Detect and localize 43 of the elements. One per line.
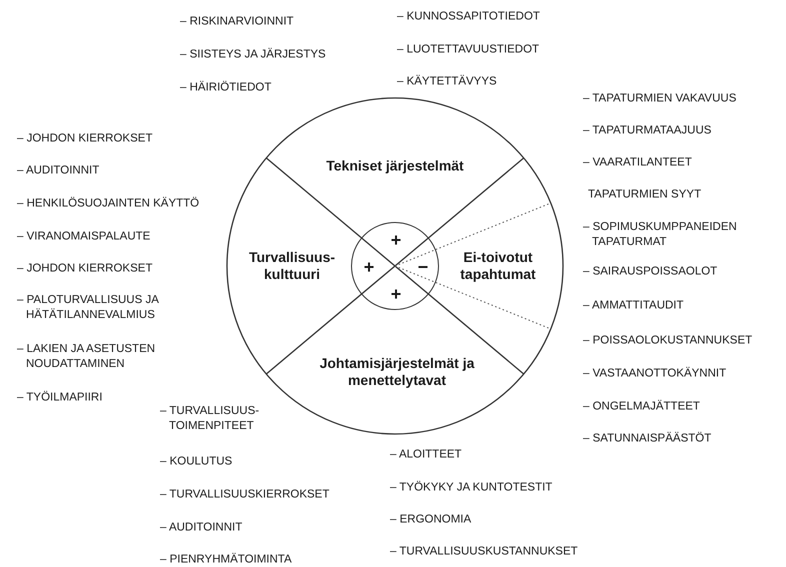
sector-label: Johtamisjärjestelmät ja menettelytavat [297, 355, 497, 389]
list-item: – TURVALLISUUSKIERROKSET [160, 488, 330, 502]
list-item: – KUNNOSSAPITOTIEDOT [397, 10, 540, 24]
inner-circle [351, 222, 439, 310]
sign-symbol: − [418, 258, 428, 276]
list-item: – VAARATILANTEET [583, 156, 692, 170]
list-item: – ERGONOMIA [390, 512, 472, 528]
list-item: – ONGELMAJÄTTEET [583, 400, 700, 414]
list-item: – HENKILÖSUOJAINTEN KÄYTTÖ [17, 196, 200, 212]
list-item: – JOHDON KIERROKSET [17, 262, 152, 276]
sector-label: Turvallisuus- kulttuuri [242, 249, 342, 283]
list-item: TAPATURMIEN SYYT [588, 188, 702, 202]
list-item: – ALOITTEET [390, 448, 462, 462]
list-item: – TYÖKYKY JA KUNTOTESTIT [390, 480, 552, 496]
list-item: – KOULUTUS [160, 454, 232, 470]
list-item: – AMMATTITAUDIT [583, 298, 684, 314]
list-item: – PALOTURVALLISUUS JA HÄTÄTILANNEVALMIUS [17, 293, 160, 323]
list-item: – SAIRAUSPOISSAOLOT [583, 264, 718, 280]
list-item: – LUOTETTAVUUSTIEDOT [397, 42, 540, 58]
list-item: – HÄIRIÖTIEDOT [180, 80, 272, 96]
list-item: – SIISTEYS JA JÄRJESTYS [180, 48, 326, 62]
list-item: – SOPIMUSKUMPPANEIDEN TAPATURMAT [583, 220, 738, 250]
list-item: – VIRANOMAISPALAUTE [17, 230, 150, 244]
list-item: – TURVALLISUUS- TOIMENPITEET [160, 404, 260, 434]
list-item: – LAKIEN JA ASETUSTEN NOUDATTAMINEN [17, 342, 156, 372]
list-item: – AUDITOINNIT [160, 520, 242, 536]
list-item: – POISSAOLOKUSTANNUKSET [583, 334, 752, 348]
list-item: – KÄYTETTÄVYYS [397, 74, 497, 90]
list-item: – SATUNNAISPÄÄSTÖT [583, 432, 712, 446]
sign-symbol: + [364, 258, 374, 276]
list-item: – TAPATURMIEN VAKAVUUS [583, 92, 736, 106]
sign-symbol: + [390, 231, 402, 249]
list-item: – AUDITOINNIT [17, 164, 100, 178]
list-item: – PIENRYHMÄTOIMINTA [160, 552, 292, 567]
sector-label: Ei-toivotut tapahtumat [448, 249, 548, 283]
sector-label: Tekniset järjestelmät [320, 158, 470, 174]
list-item: – TAPATURMATAAJUUS [583, 124, 712, 138]
sign-symbol: + [390, 285, 402, 303]
list-item: – RISKINARVIOINNIT [180, 14, 294, 30]
list-item: – TYÖILMAPIIRI [17, 390, 102, 406]
list-item: – VASTAANOTTOKÄYNNIT [583, 366, 726, 382]
list-item: – JOHDON KIERROKSET [17, 132, 152, 146]
list-item: – TURVALLISUUSKUSTANNUKSET [390, 544, 578, 560]
